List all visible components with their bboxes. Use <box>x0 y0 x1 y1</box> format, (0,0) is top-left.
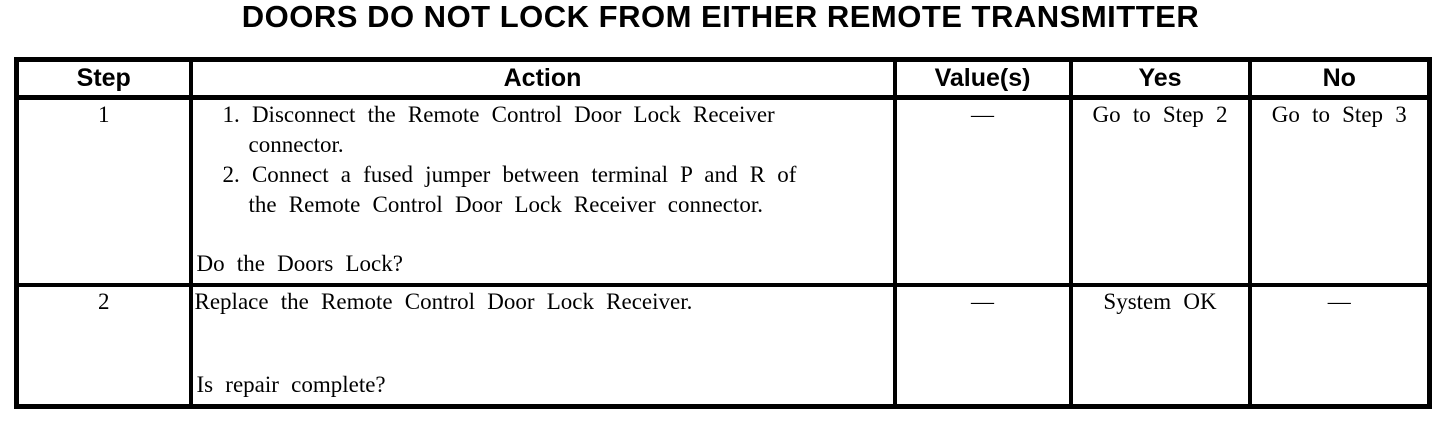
col-header-values: Value(s) <box>892 57 1073 100</box>
no-cell: — <box>1247 283 1432 409</box>
values-cell: — <box>892 283 1073 409</box>
step-number: 2 <box>14 283 193 409</box>
question-text: Do the Doors Lock? <box>196 251 403 276</box>
action-item: 1. Disconnect the Remote Control Door Lo… <box>222 102 775 157</box>
col-header-no: No <box>1247 57 1432 100</box>
step-number: 1 <box>14 95 193 287</box>
header-row: Step Action Value(s) Yes No <box>14 57 1432 100</box>
no-cell: Go to Step 3 <box>1247 95 1432 287</box>
action-item: 2. Connect a fused jumper between termin… <box>222 162 797 217</box>
col-header-yes: Yes <box>1068 57 1252 100</box>
action-cell: 1. Disconnect the Remote Control Door Lo… <box>188 95 897 287</box>
diagnostic-table: Step Action Value(s) Yes No 1 1. Disconn… <box>14 57 1432 409</box>
col-header-action: Action <box>188 57 897 100</box>
yes-cell: System OK <box>1068 283 1252 409</box>
page-title: DOORS DO NOT LOCK FROM EITHER REMOTE TRA… <box>241 0 1200 34</box>
table-row-step-1: 1 1. Disconnect the Remote Control Door … <box>14 95 1432 287</box>
values-cell: — <box>892 95 1073 287</box>
action-cell: Replace the Remote Control Door Lock Rec… <box>188 283 897 409</box>
table-row-step-2: 2 Replace the Remote Control Door Lock R… <box>14 283 1432 409</box>
action-item: Replace the Remote Control Door Lock Rec… <box>194 289 693 314</box>
col-header-step: Step <box>14 57 193 100</box>
yes-cell: Go to Step 2 <box>1068 95 1252 287</box>
question-text: Is repair complete? <box>196 372 386 397</box>
